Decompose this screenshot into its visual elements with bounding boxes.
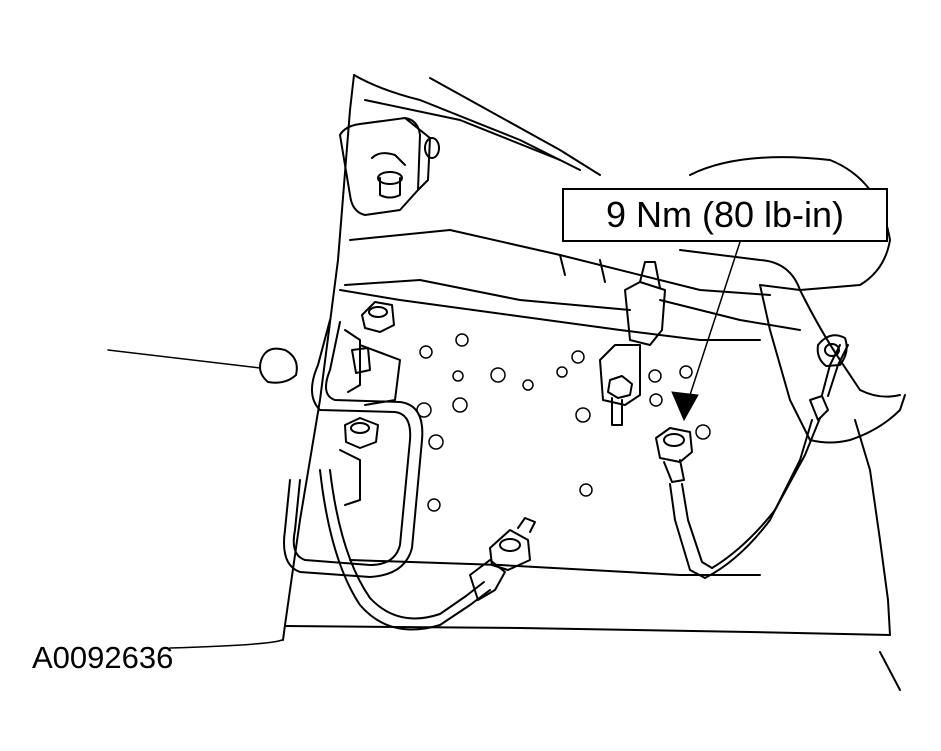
vehicle-body-outline	[107, 74, 901, 691]
center-stud-clip	[599, 261, 666, 426]
bent-tube	[283, 319, 424, 578]
torque-callout-box: 9 Nm (80 lb-in)	[562, 188, 888, 242]
callout-leader	[671, 241, 741, 422]
upper-bracket	[339, 117, 440, 216]
ground-strap-lower	[319, 469, 536, 631]
mounting-plate	[339, 289, 761, 576]
left-bolt-bracket	[339, 301, 401, 506]
wire-clip	[259, 347, 298, 384]
cross-member	[344, 229, 801, 331]
ground-strap-right	[655, 334, 849, 579]
torque-callout-label: 9 Nm (80 lb-in)	[605, 194, 845, 235]
figure-id-label: A0092636	[32, 640, 174, 675]
